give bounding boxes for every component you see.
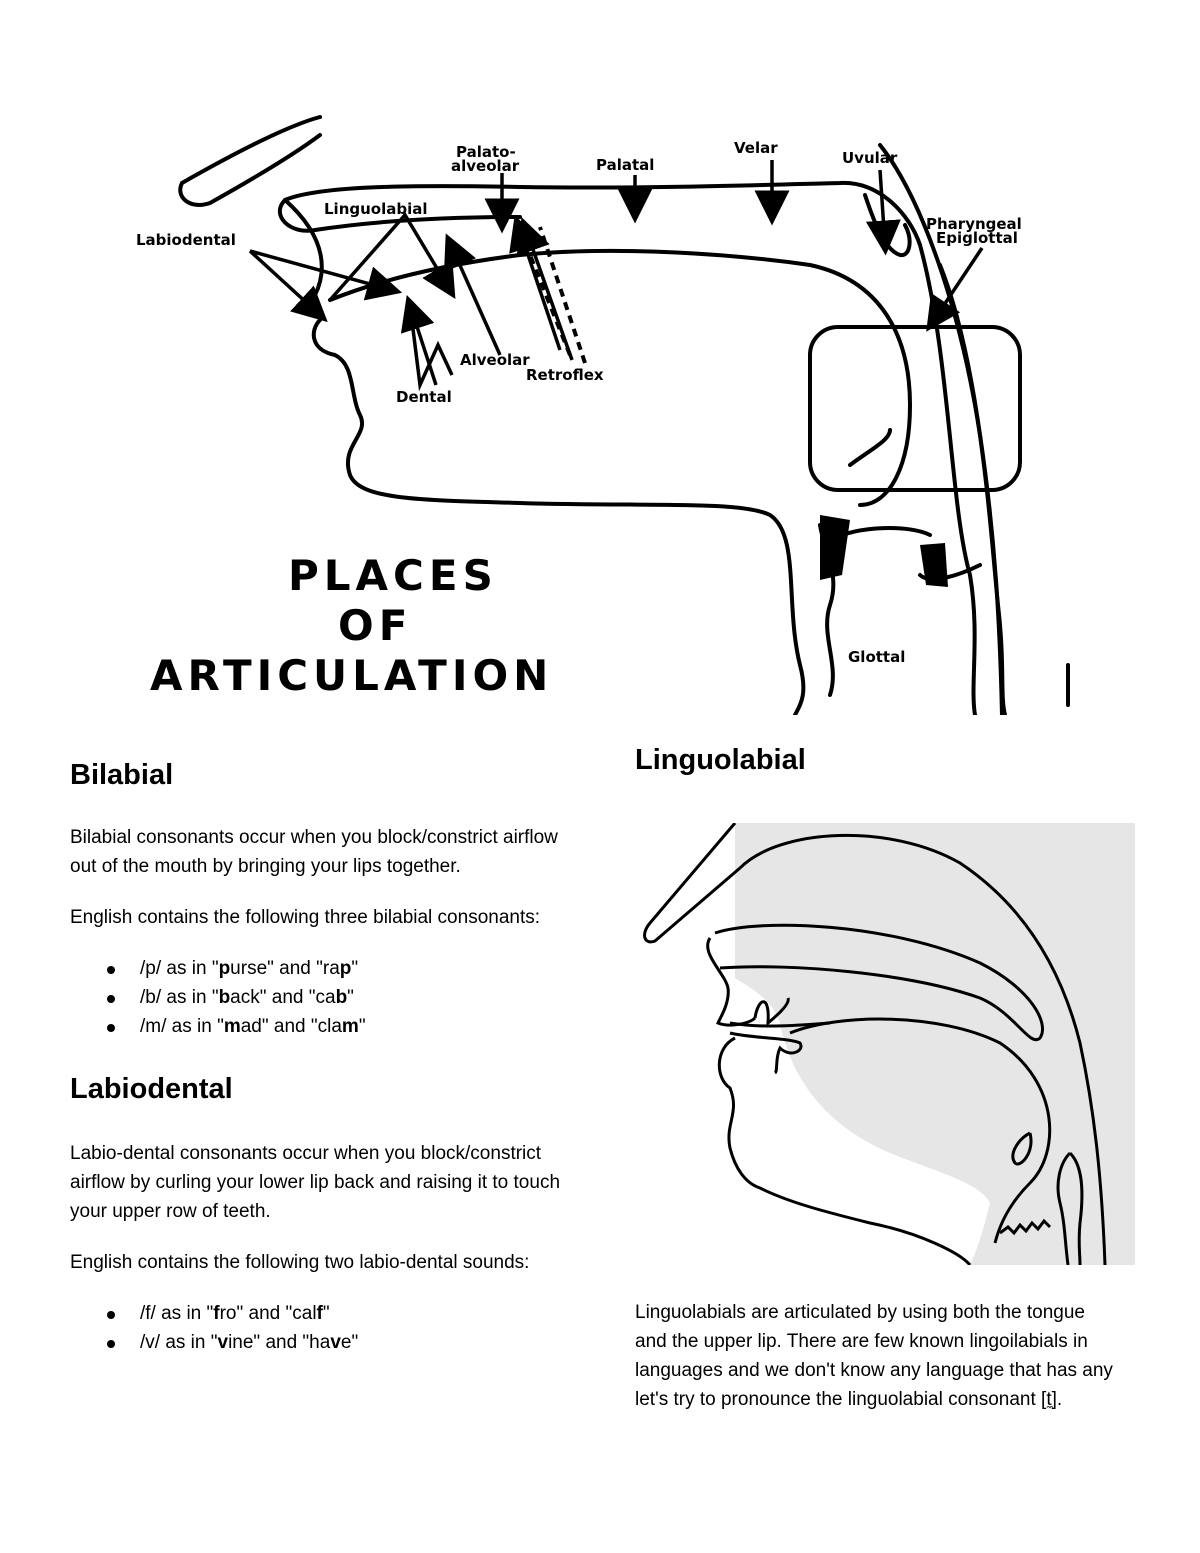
label-pharyngeal: Pharyngeal [926, 215, 1022, 233]
vocal-tract-drawing: Palato- alveolar Palatal Velar Uvular Li… [136, 115, 1070, 715]
label-linguolabial: Linguolabial [324, 200, 428, 218]
label-labiodental: Labiodental [136, 231, 236, 249]
list-item: /v/ as in "vine" and "have" [70, 1328, 570, 1357]
linguolabial-heading: Linguolabial [635, 744, 806, 776]
label-palato-alveolar-1: Palato- [456, 143, 516, 161]
label-epiglottal: Epiglottal [936, 229, 1018, 247]
label-retroflex: Retroflex [526, 366, 604, 384]
diagram-title-line-3: ARTICULATION [150, 651, 553, 700]
diagram-title-line-2: OF [338, 601, 412, 650]
list-item: /b/ as in "back" and "cab" [70, 983, 570, 1012]
label-glottal: Glottal [848, 648, 905, 666]
list-item: /m/ as in "mad" and "clam" [70, 1012, 570, 1041]
linguolabial-symbol: t̼ [1046, 1389, 1052, 1410]
linguolabial-description: Linguolabials are articulated by using b… [635, 1302, 1113, 1410]
labiodental-examples: /f/ as in "fro" and "calf" /v/ as in "vi… [70, 1299, 570, 1357]
bilabial-examples: /p/ as in "purse" and "rap" /b/ as in "b… [70, 954, 570, 1041]
labiodental-description: Labio-dental consonants occur when you b… [70, 1143, 561, 1222]
bilabial-intro: English contains the following three bil… [70, 907, 541, 928]
label-palatal: Palatal [596, 156, 654, 174]
linguolabial-diagram [640, 823, 1135, 1265]
label-velar: Velar [734, 139, 778, 157]
label-dental: Dental [396, 388, 452, 406]
list-item: /f/ as in "fro" and "calf" [70, 1299, 570, 1328]
label-alveolar: Alveolar [460, 351, 530, 369]
list-item: /p/ as in "purse" and "rap" [70, 954, 570, 983]
bilabial-description: Bilabial consonants occur when you block… [70, 827, 558, 877]
label-palato-alveolar-2: alveolar [451, 157, 520, 175]
left-column: Bilabial Bilabial consonants occur when … [70, 755, 570, 1357]
labiodental-intro: English contains the following two labio… [70, 1252, 530, 1273]
right-column: Linguolabial [635, 740, 1135, 780]
places-of-articulation-diagram: Palato- alveolar Palatal Velar Uvular Li… [120, 105, 1080, 715]
bilabial-heading: Bilabial [70, 759, 174, 791]
linguolabial-text-block: Linguolabials are articulated by using b… [635, 1298, 1115, 1414]
labiodental-heading: Labiodental [70, 1073, 233, 1105]
linguolabial-vocal-tract [640, 823, 1135, 1265]
label-uvular: Uvular [842, 149, 898, 167]
diagram-title-line-1: PLACES [288, 551, 498, 600]
